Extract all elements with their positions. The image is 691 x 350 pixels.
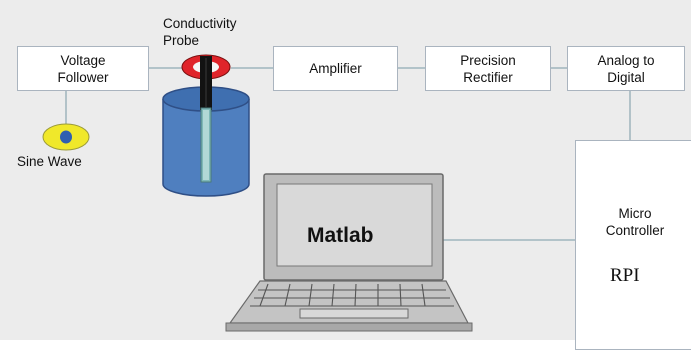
conductivity-probe-label: Conductivity Probe [163, 16, 237, 48]
matlab-label: Matlab [307, 224, 374, 247]
micro-controller-block: Micro Controller [575, 140, 691, 350]
micro-controller-label: Micro Controller [605, 206, 665, 238]
diagram-graphics [42, 54, 631, 332]
laptop-icon [225, 173, 473, 332]
amplifier-block: Amplifier [273, 46, 398, 91]
amplifier-label: Amplifier [309, 61, 362, 76]
precision-rectifier-block: Precision Rectifier [425, 46, 551, 91]
analog-to-digital-label: Analog to Digital [597, 52, 655, 85]
connector-lines [65, 67, 631, 241]
conductivity-probe-icon [181, 54, 231, 183]
analog-to-digital-block: Analog to Digital [567, 46, 685, 91]
sine-wave-label: Sine Wave [17, 154, 82, 169]
precision-rectifier-label: Precision Rectifier [460, 52, 516, 85]
rpi-label: RPI [610, 265, 640, 286]
voltage-follower-block: Voltage Follower [17, 46, 149, 91]
sine-wave-source-icon [42, 123, 90, 151]
voltage-follower-label: Voltage Follower [57, 52, 109, 85]
